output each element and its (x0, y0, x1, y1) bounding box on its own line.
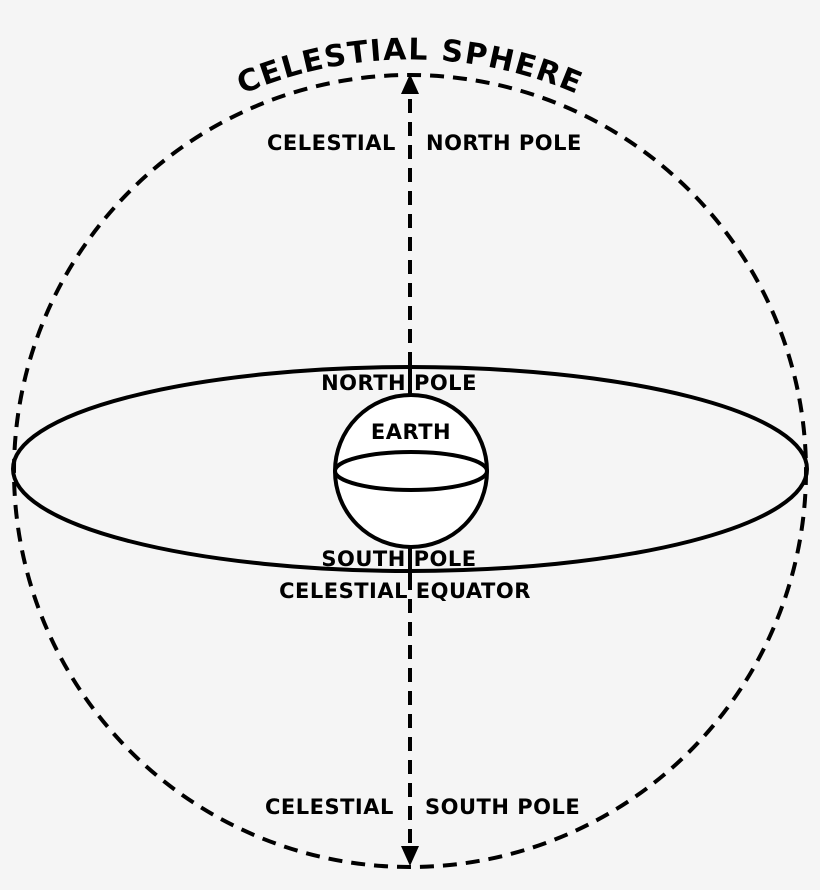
earth-equator (333, 450, 489, 492)
label-celestial-equator: CELESTIAL EQUATOR (279, 579, 531, 603)
south-arrow-head (401, 846, 419, 866)
label-celestial-north-left: CELESTIAL (267, 131, 396, 155)
north-arrow-head (401, 74, 419, 94)
label-celestial-south-right: SOUTH POLE (425, 795, 580, 819)
label-celestial-south-left: CELESTIAL (265, 795, 394, 819)
earth-globe (333, 393, 489, 549)
label-south-pole: SOUTH POLE (321, 547, 476, 571)
label-celestial-north-right: NORTH POLE (426, 131, 582, 155)
label-north-pole: NORTH POLE (321, 371, 477, 395)
label-earth: EARTH (371, 420, 451, 444)
